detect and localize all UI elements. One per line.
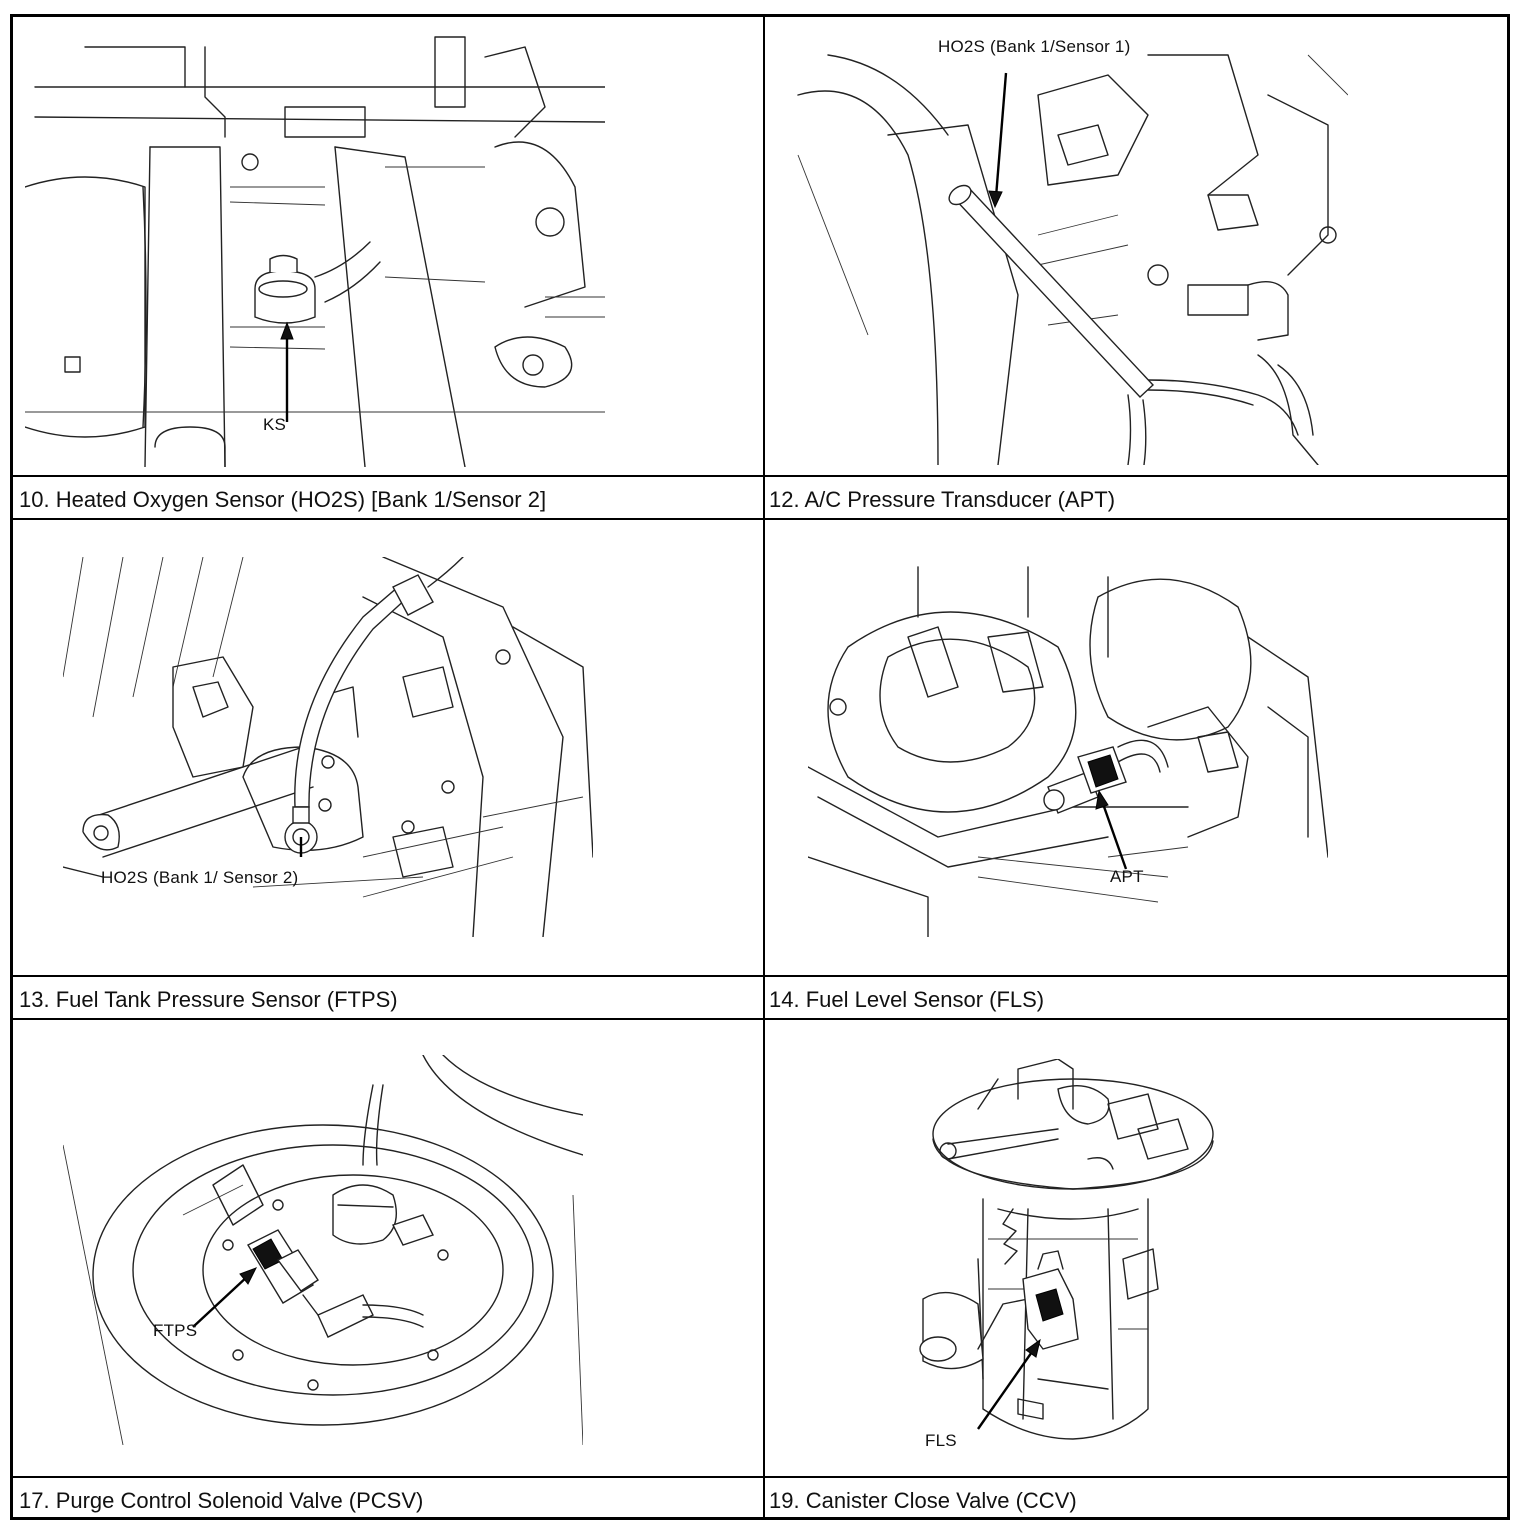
cell-caption: 19. Canister Close Valve (CCV) [769,1488,1077,1513]
column-divider [763,17,765,1517]
callout-label: HO2S (Bank 1/ Sensor 2) [101,868,299,887]
callout-label: KS [263,415,287,434]
apt-illustration [808,557,1328,937]
row-divider [13,1476,1507,1478]
callout-label: FLS [925,1431,957,1450]
callout-label: APT [1110,867,1144,886]
cell-caption: 17. Purge Control Solenoid Valve (PCSV) [19,1488,424,1513]
cell-caption: 10. Heated Oxygen Sensor (HO2S) [Bank 1/… [19,487,547,512]
row-divider [13,1018,1507,1020]
component-location-table: KS [10,14,1510,1520]
cell-caption: 13. Fuel Tank Pressure Sensor (FTPS) [19,987,398,1012]
ftps-illustration [63,1055,583,1445]
knock-sensor-illustration [25,27,605,467]
callout-label: FTPS [153,1321,198,1340]
row-divider [13,475,1507,477]
row-divider [13,975,1507,977]
callout-label: HO2S (Bank 1/Sensor 1) [938,37,1131,56]
cell-caption: 12. A/C Pressure Transducer (APT) [769,487,1116,512]
row-divider [13,518,1507,520]
ho2s-sensor1-illustration [788,35,1348,465]
fls-illustration [908,1059,1238,1449]
cell-caption: 14. Fuel Level Sensor (FLS) [769,987,1045,1012]
ho2s-sensor2-illustration [63,557,593,937]
